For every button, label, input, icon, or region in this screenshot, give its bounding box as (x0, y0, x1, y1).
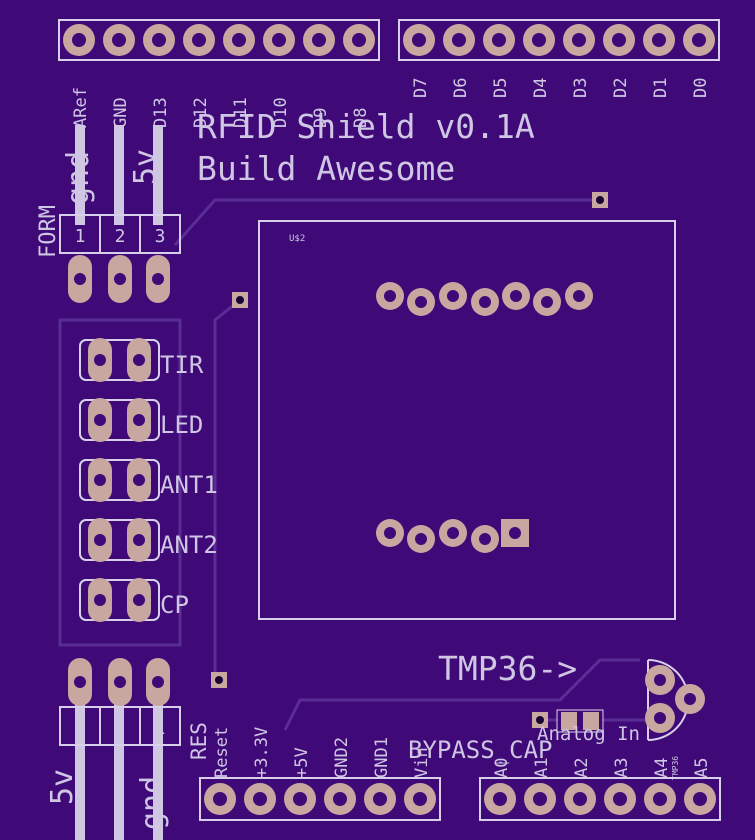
jumper-label-0: TIR (160, 351, 204, 379)
top-left-label-4: D11 (231, 97, 251, 128)
bottom-num-2: 2 (115, 718, 126, 739)
jumper-led: LED (79, 398, 203, 442)
bottom-connector: 3 2 1 5v gnd RES (45, 658, 211, 840)
board-subtitle: Build Awesome (197, 149, 455, 188)
top-left-label-7: D8 (351, 108, 371, 128)
header-power (199, 777, 441, 821)
top-right-label-6: D1 (651, 78, 671, 98)
power-label-1: +3.3V (252, 727, 272, 778)
tmp36-sensor: TMP36-> TMP36 (438, 649, 705, 780)
bypass-label: BYPASS_CAP (408, 736, 553, 764)
top-right-label-4: D3 (571, 78, 591, 98)
top-right-label-0: D7 (411, 78, 431, 98)
form-num-3: 3 (155, 226, 166, 247)
top-right-label-7: D0 (691, 78, 711, 98)
jumper-ant2: ANT2 (79, 518, 218, 562)
analog-label-3: A3 (612, 758, 632, 778)
top-left-label-6: D9 (311, 108, 331, 128)
header-top-right (398, 19, 720, 61)
power-label-2: +5V (292, 747, 312, 778)
form-pin-2 (114, 125, 124, 225)
trace-left-loop (173, 198, 600, 246)
bypass-cap: BYPASS_CAP Analog In (408, 709, 640, 764)
top-left-label-3: D12 (191, 97, 211, 128)
top-left-label-2: D13 (151, 97, 171, 128)
module-label: U$2 (289, 234, 305, 244)
jumper-ant1: ANT1 (79, 458, 218, 502)
top-left-label-5: D10 (271, 97, 291, 128)
jumper-cp: CP (79, 578, 189, 622)
power-label-5: Vin (412, 747, 432, 778)
form-box-3 (139, 214, 181, 254)
form-num-2: 2 (115, 226, 126, 247)
jumper-label-4: CP (160, 591, 189, 619)
form-connector: 1 2 3 FORM gnd 5v (36, 125, 181, 303)
tmp-label: TMP36-> (438, 649, 577, 688)
jumper-label-3: ANT2 (160, 531, 218, 559)
rfid-module: U$2 (258, 220, 676, 620)
top-right-label-2: D5 (491, 78, 511, 98)
trace-left-vertical (58, 318, 182, 647)
jumper-label-1: LED (160, 411, 203, 439)
top-right-label-3: D4 (531, 78, 551, 98)
bottom-num-1: 1 (155, 718, 166, 739)
jumper-label-2: ANT1 (160, 471, 218, 499)
bottom-gnd-label: gnd (135, 776, 170, 830)
power-label-3: GND2 (332, 737, 352, 778)
analog-label: Analog In (537, 723, 640, 745)
bottom-5v-label: 5v (45, 769, 80, 805)
board-title: RFID Shield v0.1A (197, 107, 535, 146)
header-top-left (58, 19, 380, 61)
form-5v-label: 5v (128, 149, 163, 185)
form-num-1: 1 (75, 226, 86, 247)
tmp-small-label: TMP36 (671, 756, 680, 780)
bottom-num-3: 3 (75, 718, 86, 739)
analog-label-2: A2 (572, 758, 592, 778)
top-left-label-1: GND (111, 97, 131, 128)
jumper-tir: TIR (79, 338, 204, 382)
trace-tmp (283, 658, 640, 731)
analog-label-0: A0 (492, 758, 512, 778)
top-right-label-1: D6 (451, 78, 471, 98)
power-label-4: GND1 (372, 737, 392, 778)
form-pin-3 (153, 125, 163, 225)
form-pin-1 (75, 125, 85, 225)
analog-label-5: A5 (692, 758, 712, 778)
power-label-0: Reset (212, 727, 232, 778)
trace-mid (213, 298, 241, 680)
form-gnd-label: gnd (61, 151, 96, 205)
header-analog (479, 777, 721, 821)
form-label: FORM (36, 205, 61, 258)
analog-label-1: A1 (532, 758, 552, 778)
res-label: RES (187, 722, 211, 760)
analog-label-4: A4 (652, 758, 672, 778)
top-left-label-0: ARef (71, 87, 91, 128)
top-right-label-5: D2 (611, 78, 631, 98)
